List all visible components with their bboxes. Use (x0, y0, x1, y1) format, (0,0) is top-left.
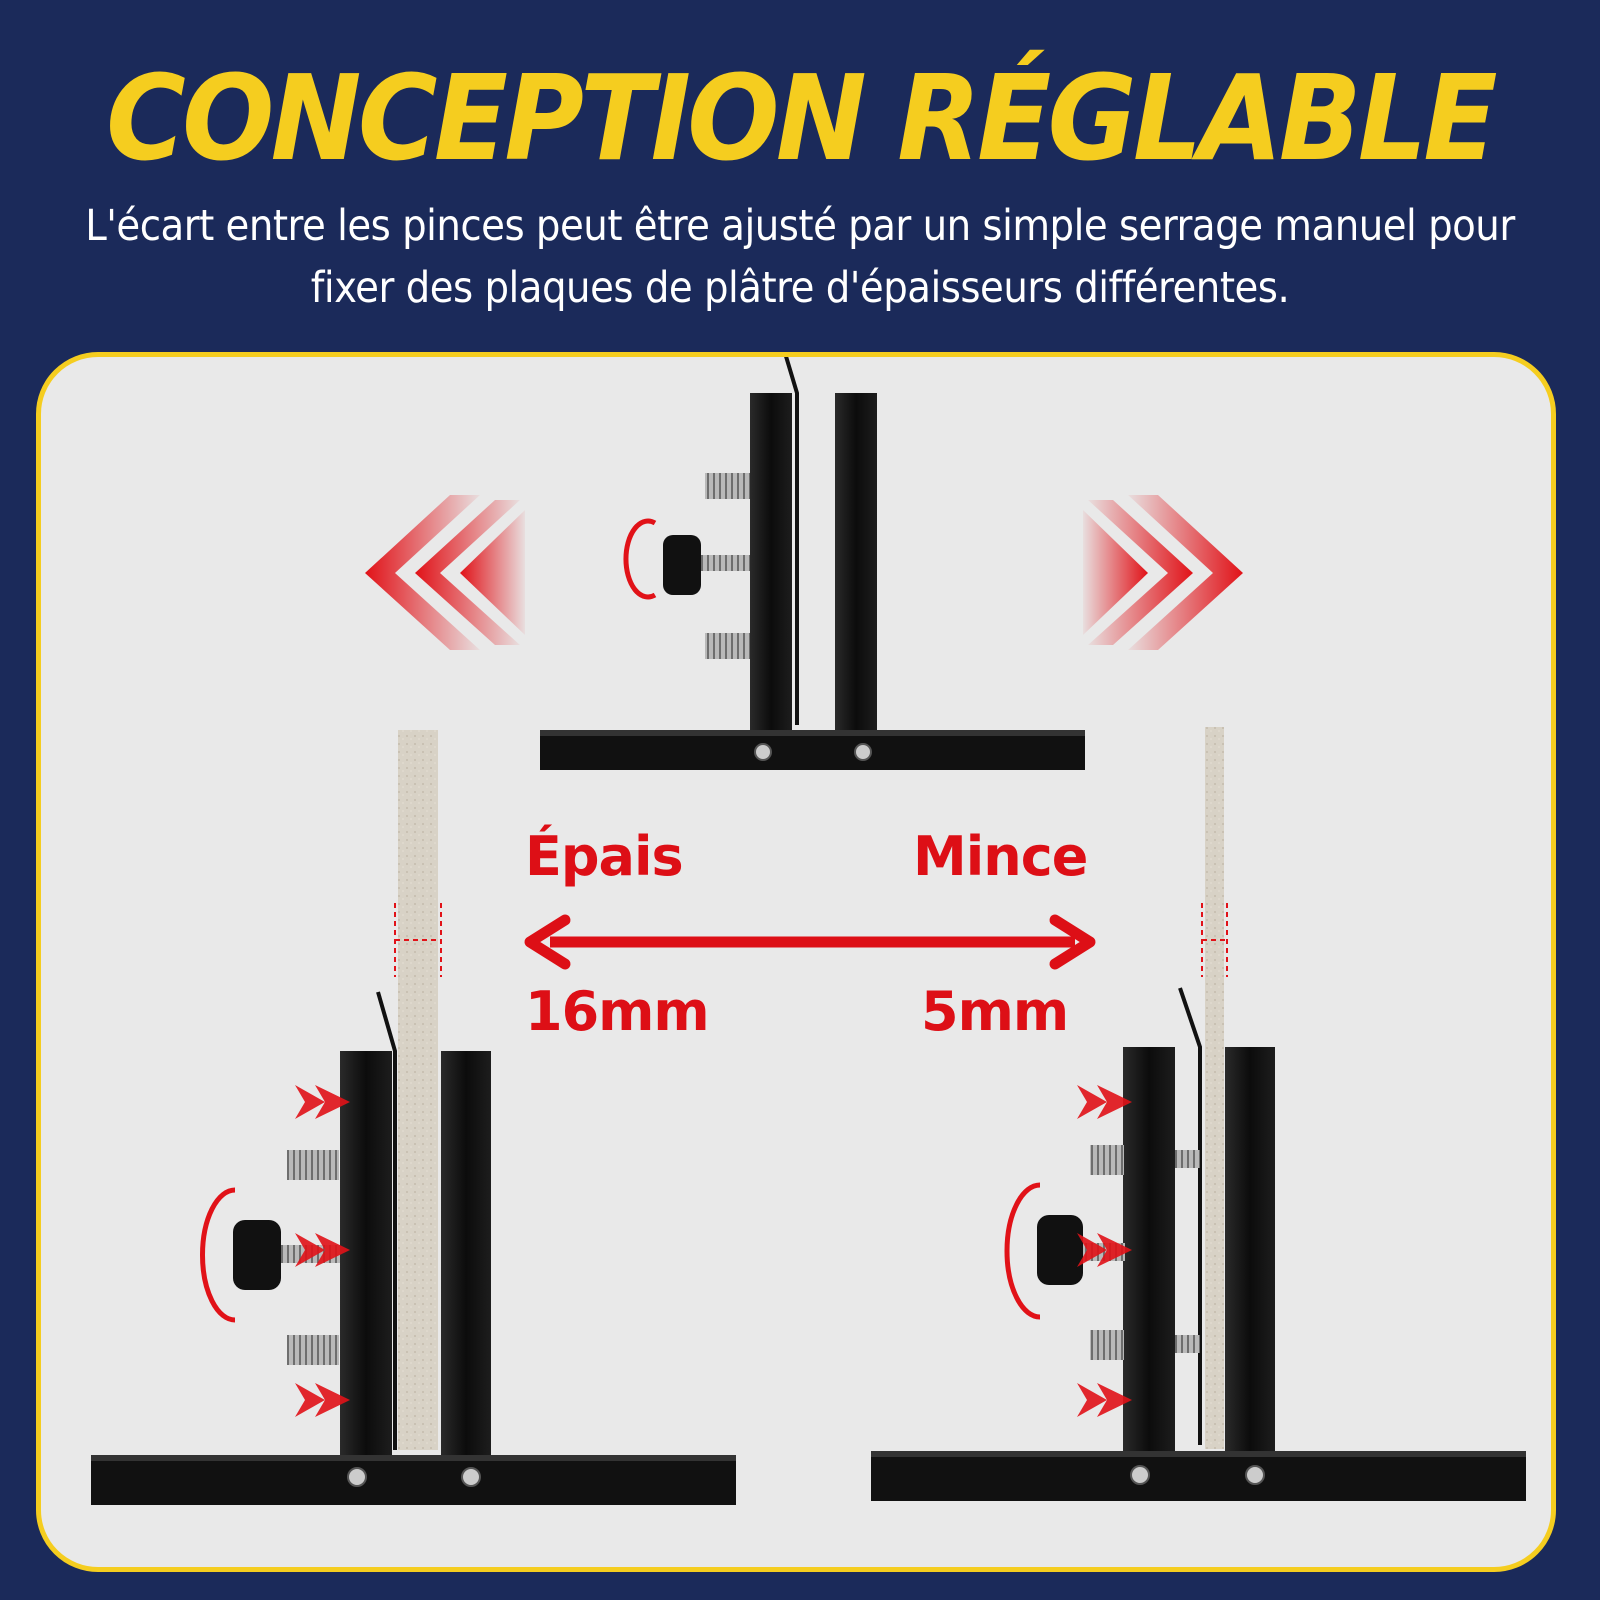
page-title: CONCEPTION RÉGLABLE (106, 49, 1497, 187)
top-lever (784, 357, 799, 725)
right-movable-jaw (1123, 1047, 1175, 1451)
top-bolt-upper (705, 473, 750, 499)
left-base-bar (91, 1455, 736, 1505)
thick-label: Épais (525, 825, 684, 888)
left-clamp (91, 730, 736, 1505)
clamp-illustration (91, 357, 1526, 1505)
double-arrow (524, 914, 1096, 970)
top-rotate-arrow (623, 518, 657, 600)
thick-value: 16mm (525, 980, 710, 1043)
top-bolt-lower (705, 633, 750, 659)
top-screw-2 (854, 743, 872, 761)
right-base-bar (871, 1451, 1526, 1501)
top-fixed-jaw (835, 393, 877, 730)
chevrons-left (365, 495, 525, 650)
chevrons-right (1083, 495, 1243, 650)
left-knob (233, 1220, 281, 1290)
top-screw-1 (754, 743, 772, 761)
page-subtitle: L'écart entre les pinces peut être ajust… (85, 201, 1515, 313)
thick-board (398, 730, 438, 1450)
right-clamp (871, 727, 1526, 1501)
thin-label: Mince (913, 825, 1088, 888)
left-movable-jaw (340, 1051, 392, 1455)
illustration-panel: Épais Mince 16mm 5mm (36, 352, 1556, 1572)
top-knob (663, 535, 701, 595)
thin-value: 5mm (921, 980, 1069, 1043)
top-clamp (540, 357, 1085, 770)
thin-board (1205, 727, 1224, 1449)
top-base-bar (540, 730, 1085, 770)
right-knob (1037, 1215, 1083, 1285)
top-movable-jaw (750, 393, 792, 730)
left-fixed-jaw (441, 1051, 491, 1455)
right-fixed-jaw (1225, 1047, 1275, 1451)
